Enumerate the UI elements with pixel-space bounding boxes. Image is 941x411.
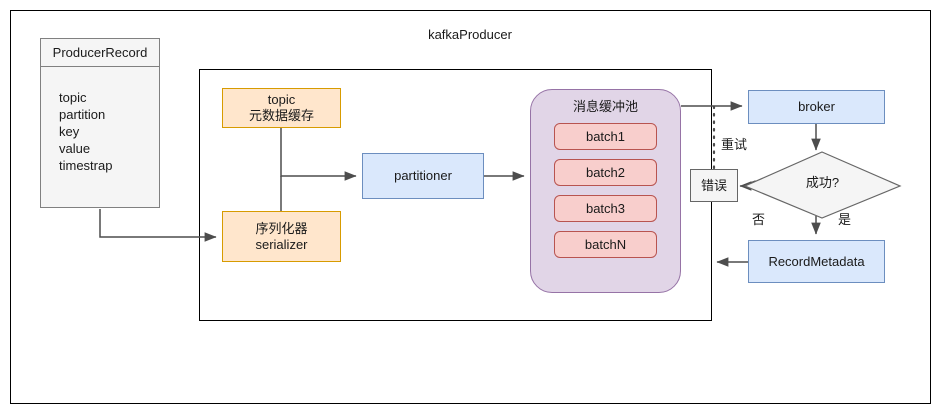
field-value: value [59, 141, 91, 156]
batch-item: batch2 [554, 159, 657, 186]
page-title: kafkaProducer [428, 27, 512, 42]
message-buffer-pool: 消息缓冲池 batch1 batch2 batch3 batchN [530, 89, 681, 293]
field-key: key [59, 124, 80, 139]
broker-label: broker [798, 99, 835, 114]
record-metadata-box: RecordMetadata [748, 240, 885, 283]
success-decision-label: 成功? [805, 175, 840, 190]
edge-label-yes: 是 [838, 212, 852, 227]
partitioner-label: partitioner [394, 168, 452, 183]
partitioner-box: partitioner [362, 153, 484, 199]
broker-box: broker [748, 90, 885, 124]
serializer-box: 序列化器 serializer [222, 211, 341, 262]
field-partition: partition [59, 107, 106, 122]
edge-label-no: 否 [752, 212, 766, 227]
topic-metadata-line2: 元数据缓存 [248, 108, 314, 123]
serializer-line1: 序列化器 [255, 220, 308, 236]
error-label: 错误 [700, 177, 727, 193]
producer-record-header: ProducerRecord [41, 39, 159, 67]
record-metadata-label: RecordMetadata [768, 253, 865, 269]
producer-record-fields: topic partition key value timestrap [41, 67, 159, 174]
topic-metadata-line1: topic [267, 92, 296, 107]
batch-item: batch3 [554, 195, 657, 222]
field-topic: topic [59, 90, 87, 105]
error-box: 错误 [690, 169, 738, 202]
producer-record-box: ProducerRecord topic partition key value… [40, 38, 160, 208]
topic-metadata-cache-box: topic 元数据缓存 [222, 88, 341, 128]
serializer-line2: serializer [255, 236, 308, 252]
batch-item: batch1 [554, 123, 657, 150]
batch-item: batchN [554, 231, 657, 258]
edge-label-retry: 重试 [721, 137, 748, 152]
field-timestrap: timestrap [59, 158, 113, 173]
buffer-pool-title: 消息缓冲池 [572, 99, 638, 114]
